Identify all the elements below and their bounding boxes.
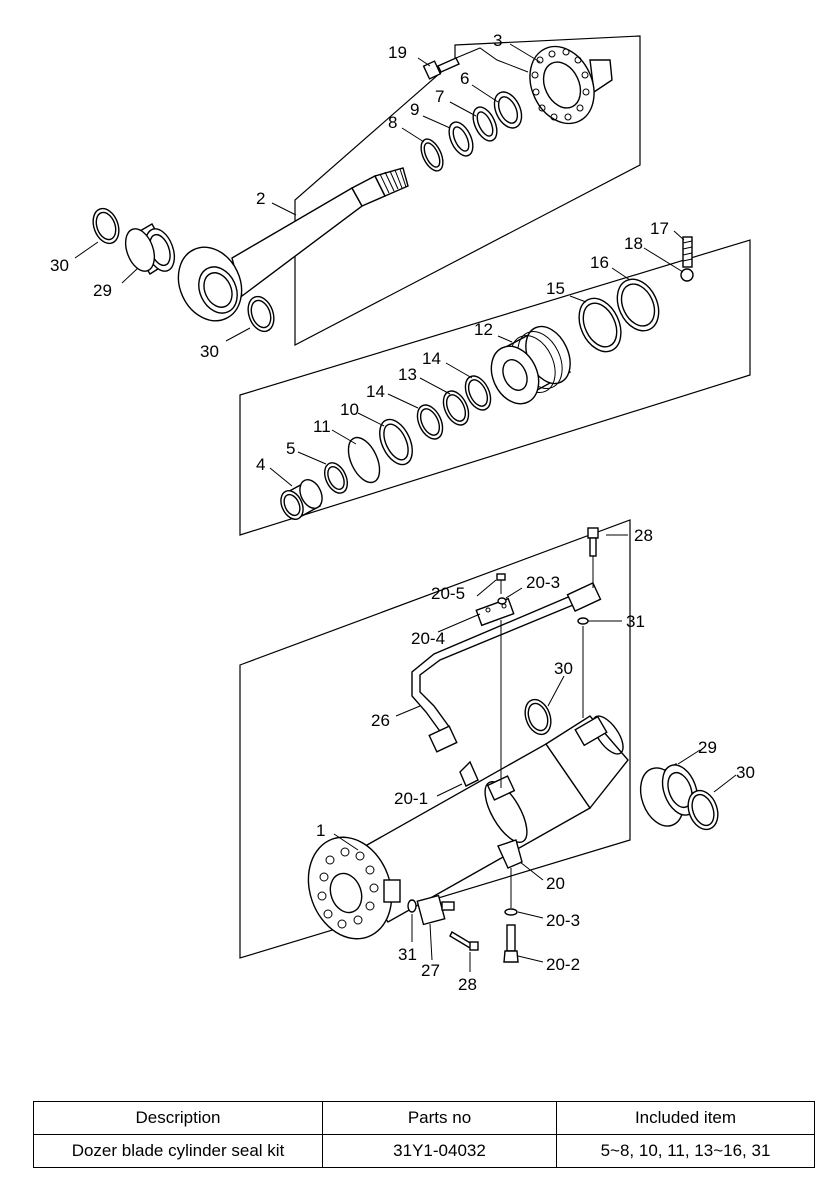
part-10-seal [379,418,413,466]
table-row: Dozer blade cylinder seal kit 31Y1-04032… [33,1134,815,1168]
part-26-pipe [411,581,602,753]
callout-29-bottom: 29 [698,738,717,757]
part-29-bushing-top [124,223,176,275]
part-19-bolt [422,57,460,80]
part-18-ball [680,268,694,282]
part-2-piston-rod [177,167,409,322]
cell-parts-no: 31Y1-04032 [322,1134,557,1168]
tube-section-frame [239,519,631,959]
part-20-4-clamp [475,597,515,627]
callout-19: 19 [388,43,407,62]
callout-5: 5 [286,439,295,458]
callout-11: 11 [313,417,331,436]
piston-section-frame [239,239,751,536]
part-15-wear-ring [578,297,622,353]
callout-20: 20 [546,874,565,893]
part-6-seal [493,91,523,129]
exploded-parts-diagram: 19 3 6 7 9 8 2 30 29 30 17 18 16 15 12 1… [50,31,755,994]
part-29-bushing-bottom [639,762,699,827]
table-header-row: Description Parts no Included item [33,1101,815,1135]
callout-20-3-top: 20-3 [526,573,560,592]
callout-20-2: 20-2 [546,955,580,974]
callout-29-top: 29 [93,281,112,300]
part-31-oring-bottom [407,899,417,913]
callout-31-bottom: 31 [398,945,417,964]
callout-14-upper: 14 [422,349,441,368]
header-included-item: Included item [556,1101,815,1135]
part-1-cylinder-tube [307,715,629,940]
header-description: Description [33,1101,323,1135]
callout-30-bottom-mid: 30 [554,659,573,678]
part-7-seal [472,106,498,142]
part-20-band-clamp [459,760,528,869]
part-28-bolt-top [587,527,599,557]
callout-7: 7 [435,87,444,106]
callout-2: 2 [256,189,265,208]
cell-included-item: 5~8, 10, 11, 13~16, 31 [556,1134,815,1168]
callout-leaders [74,43,737,972]
callout-31-top: 31 [626,612,645,631]
callout-14-lower: 14 [366,382,385,401]
callout-28-top: 28 [634,526,653,545]
seal-kit-table: Description Parts no Included item Dozer… [33,1101,815,1168]
callout-1: 1 [316,821,325,840]
callout-30-top-left: 30 [50,256,69,275]
callout-20-3-bottom: 20-3 [546,911,580,930]
part-12-piston [490,325,572,405]
part-20-5-bolt [496,573,506,594]
part-11-ring [347,436,381,484]
callout-18: 18 [624,234,643,253]
part-30-ring-top-left [92,207,120,245]
part-13-ring [442,390,470,426]
part-16-wear-ring [616,278,660,332]
callout-16: 16 [590,253,609,272]
part-5-ring [323,462,349,494]
part-30-ring-bottom-mid [524,698,552,736]
cell-description: Dozer blade cylinder seal kit [33,1134,323,1168]
part-20-3-washer-bottom [504,908,518,916]
callout-15: 15 [546,279,565,298]
part-30-ring-top-right [247,295,275,333]
callout-3: 3 [493,31,502,50]
part-20-3-washer-top [497,597,507,605]
callout-20-5: 20-5 [431,584,465,603]
part-30-ring-bottom-right [687,789,719,831]
part-27-flange [416,894,455,926]
callout-27: 27 [421,961,440,980]
callout-10: 10 [340,400,359,419]
callout-26: 26 [371,711,390,730]
callout-12: 12 [474,320,493,339]
callout-9: 9 [410,100,419,119]
part-9-seal [448,121,474,157]
header-parts-no: Parts no [322,1101,557,1135]
callout-4: 4 [256,455,265,474]
part-3-rod-cover [529,45,613,125]
part-20-2-bolt [503,924,519,963]
part-17-screw [682,236,693,268]
callout-13: 13 [398,365,417,384]
callout-30-top-right: 30 [200,342,219,361]
callout-6: 6 [460,69,469,88]
callout-30-bottom-right: 30 [736,763,755,782]
callout-8: 8 [388,113,397,132]
part-4-bushing [280,479,323,520]
part-8-ring [420,138,444,172]
callout-28-bottom: 28 [458,975,477,994]
callout-20-1: 20-1 [394,789,428,808]
callout-20-4: 20-4 [411,629,445,648]
part-14-ring-left [416,404,444,440]
part-31-oring-top [577,617,589,625]
callout-17: 17 [650,219,669,238]
part-28-bolt-bottom [449,931,479,951]
